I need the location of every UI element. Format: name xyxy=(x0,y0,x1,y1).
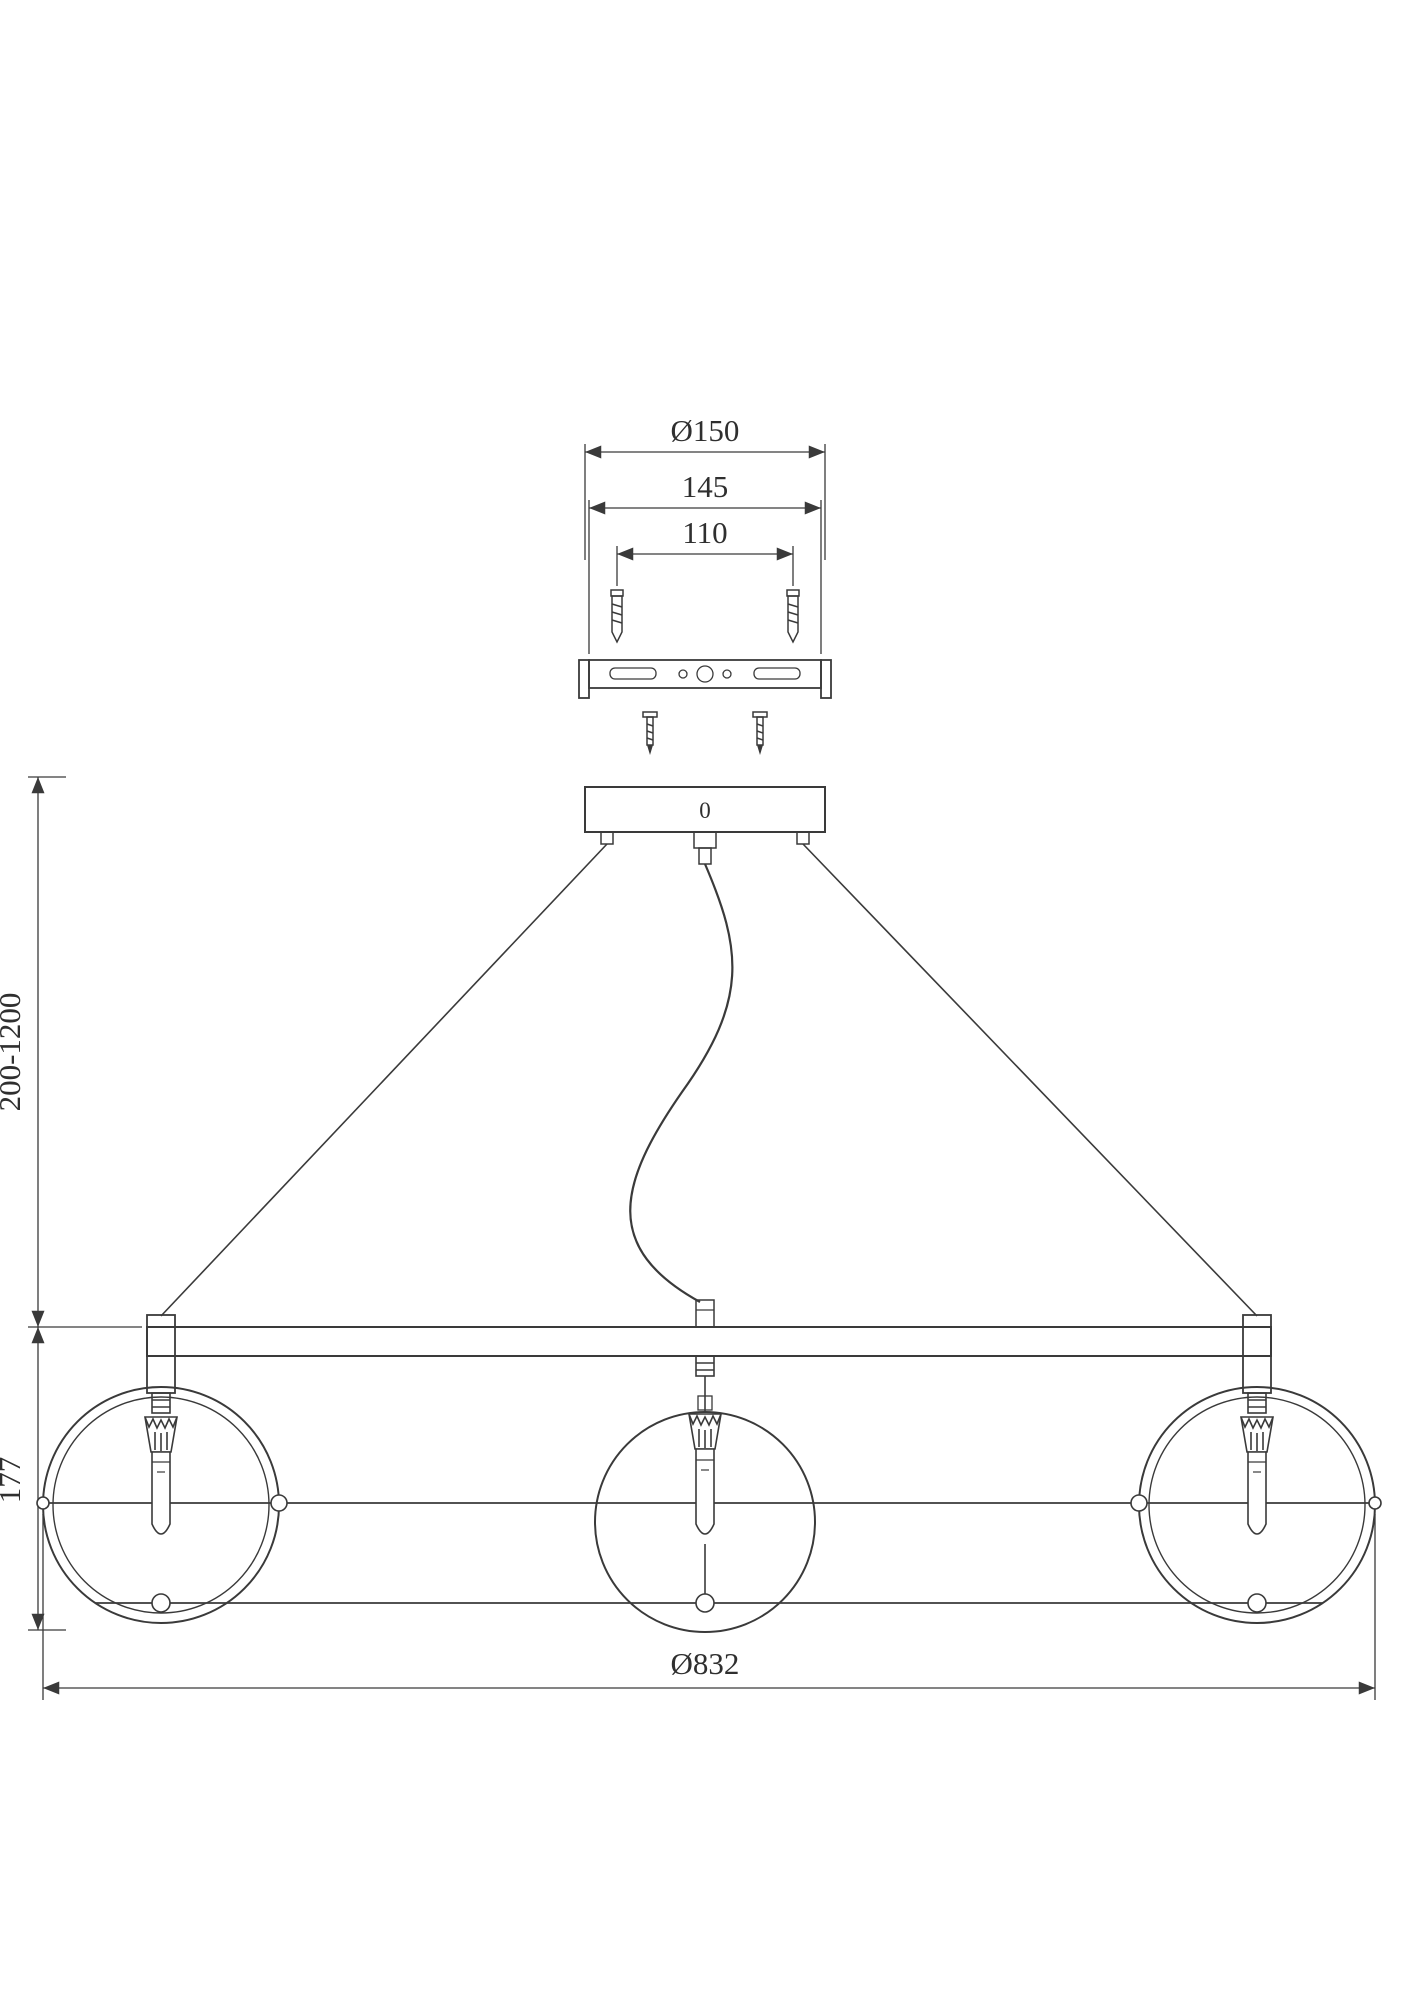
rail-joint-balls xyxy=(36,1494,1382,1613)
socket-collar xyxy=(151,1392,171,1414)
bracket-slot-left xyxy=(609,667,657,680)
socket-assembly-right xyxy=(1240,1392,1274,1535)
ball-upper-right xyxy=(1130,1494,1148,1512)
mounting-screw-left xyxy=(642,711,658,755)
bulb-left xyxy=(151,1451,171,1535)
bulb-right xyxy=(1247,1451,1267,1535)
bracket-flange-left xyxy=(578,659,590,699)
label-anchor-spacing: 110 xyxy=(682,515,727,550)
suspension-wire-left xyxy=(160,843,608,1317)
ball-upper-left xyxy=(270,1494,288,1512)
bracket-hole xyxy=(722,669,732,679)
wall-anchor-right xyxy=(786,589,800,644)
bracket-hole xyxy=(678,669,688,679)
socket-collar xyxy=(1247,1392,1267,1414)
label-body-height: 177 xyxy=(0,1457,27,1504)
mounting-bracket xyxy=(578,659,832,699)
socket-crown xyxy=(688,1413,722,1450)
dimension-linework xyxy=(28,444,1376,1700)
label-bracket-width: 145 xyxy=(682,469,729,504)
socket-crown xyxy=(144,1416,178,1453)
label-suspension-range: 200-1200 xyxy=(0,993,27,1112)
socket-assembly-left xyxy=(144,1392,178,1535)
wall-anchor-left xyxy=(610,589,624,644)
ball-lower-left xyxy=(151,1593,171,1613)
ball-rail-end-right xyxy=(1368,1496,1382,1510)
label-canopy-diameter: Ø150 xyxy=(671,413,740,448)
label-fixture-diameter: Ø832 xyxy=(671,1646,740,1681)
socket-crown xyxy=(1240,1416,1274,1453)
ball-lower-center xyxy=(695,1593,715,1613)
power-cable xyxy=(629,863,734,1303)
suspension-wire-right xyxy=(802,843,1258,1317)
suspension xyxy=(160,843,1258,1328)
bulb-center xyxy=(695,1448,715,1535)
bracket-center-hole xyxy=(696,665,714,683)
socket-assembly-center xyxy=(688,1355,722,1594)
ball-lower-right xyxy=(1247,1593,1267,1613)
mounting-screw-right xyxy=(752,711,768,755)
bracket-flange-right xyxy=(820,659,832,699)
bracket-slot-right xyxy=(753,667,801,680)
ball-rail-end-left xyxy=(36,1496,50,1510)
label-canopy-mark: 0 xyxy=(699,798,711,823)
